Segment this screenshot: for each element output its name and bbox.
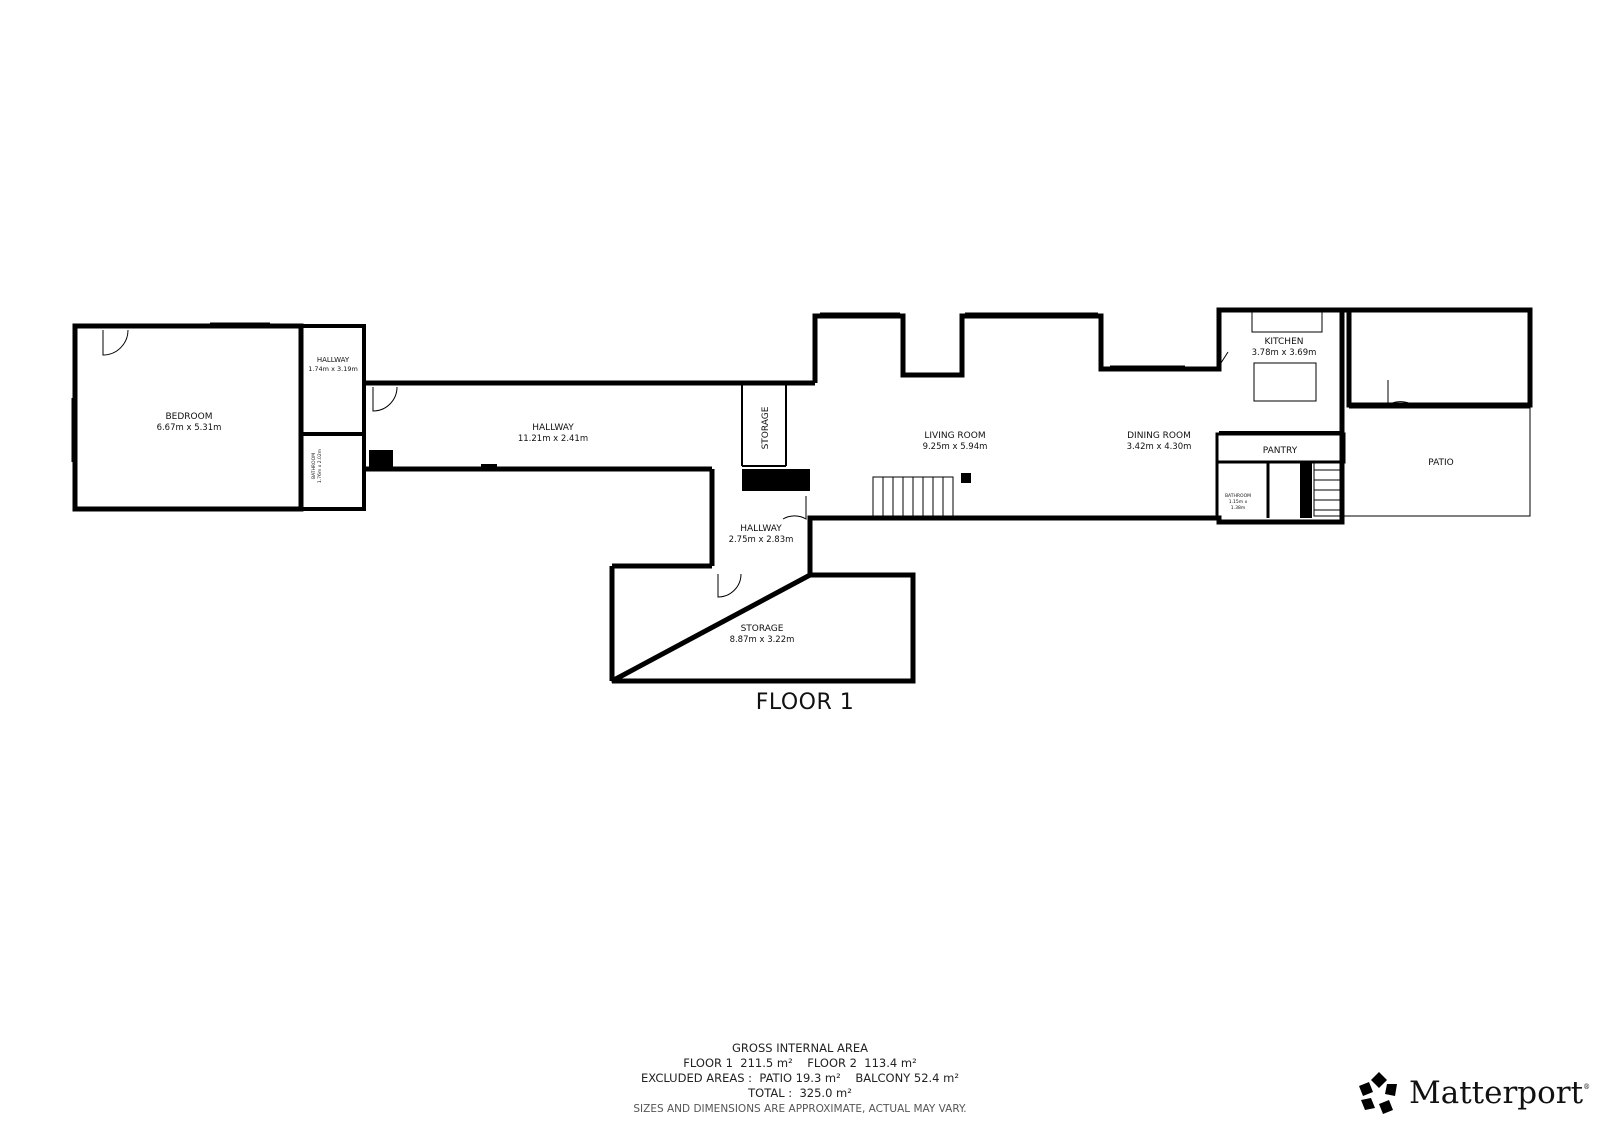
room-labels: BEDROOM 6.67m x 5.31m HALLWAY 1.74m x 3.… <box>157 337 1454 645</box>
label-kitchen-dims: 3.78m x 3.69m <box>1252 348 1317 358</box>
patio-outline <box>1313 407 1531 517</box>
label-pantry-name: PANTRY <box>1263 446 1298 456</box>
matterport-logo-icon <box>1359 1072 1397 1114</box>
label-bedroom-dims: 6.67m x 5.31m <box>157 423 222 433</box>
label-dining-room-name: DINING ROOM <box>1127 431 1191 441</box>
area-disclaimer: SIZES AND DIMENSIONS ARE APPROXIMATE, AC… <box>633 1103 967 1115</box>
area-line-floors: FLOOR 1 211.5 m² FLOOR 2 113.4 m² <box>683 1056 917 1070</box>
stairs <box>872 476 954 519</box>
label-hallway-small-name: HALLWAY <box>317 356 350 364</box>
area-heading: GROSS INTERNAL AREA <box>731 1041 868 1055</box>
solid-wall-chunks <box>369 450 1312 518</box>
label-hallway-long-name: HALLWAY <box>532 423 574 433</box>
label-living-room-dims: 9.25m x 5.94m <box>923 442 988 452</box>
storage-closet-walls <box>741 385 787 467</box>
label-storage-large-name: STORAGE <box>741 624 784 634</box>
label-bathroom-left-dims: 1.76m x 2.02m <box>317 449 323 483</box>
pantry-walls <box>1215 432 1346 464</box>
kitchen-counter <box>1251 311 1323 333</box>
label-patio-name: PATIO <box>1428 458 1454 468</box>
label-bathroom-left-name: BATHROOM <box>311 453 317 479</box>
storage-large-walls <box>609 563 916 684</box>
label-hallway-long-dims: 11.21m x 2.41m <box>518 434 588 444</box>
living-dining-walls <box>807 307 1345 525</box>
area-line-excluded: EXCLUDED AREAS : PATIO 19.3 m² BALCONY 5… <box>641 1071 959 1085</box>
label-living-room-name: LIVING ROOM <box>924 431 985 441</box>
label-bedroom-name: BEDROOM <box>166 412 213 422</box>
label-hallway-center-dims: 2.75m x 2.83m <box>729 535 794 545</box>
kitchen-island <box>1253 362 1317 402</box>
label-hallway-center-name: HALLWAY <box>740 524 782 534</box>
bathroom-right-walls <box>1215 462 1270 518</box>
hallway-center-walls <box>709 469 813 564</box>
label-hallway-small-dims: 1.74m x 3.19m <box>308 365 358 373</box>
label-storage-large-dims: 8.87m x 3.22m <box>730 635 795 645</box>
hallway-long-walls <box>364 380 815 472</box>
matterport-wordmark: Matterport® <box>1409 1075 1591 1111</box>
label-dining-room-dims: 3.42m x 4.30m <box>1127 442 1192 452</box>
windows <box>71 312 1185 462</box>
area-line-total: TOTAL : 325.0 m² <box>748 1086 852 1100</box>
label-storage-closet-name: STORAGE <box>761 406 771 449</box>
annex-walls <box>1342 307 1533 408</box>
floor-title: FLOOR 1 <box>755 690 855 715</box>
matterport-brand: Matterport® <box>1355 1070 1595 1120</box>
label-bathroom-right-dims-1: 1.15m x <box>1229 499 1248 505</box>
stairs-right <box>1314 469 1342 511</box>
label-bathroom-right-dims-2: 1.38m <box>1231 505 1245 511</box>
door-swings <box>102 329 1414 598</box>
area-summary: GROSS INTERNAL AREA FLOOR 1 211.5 m² FLO… <box>560 1041 1040 1117</box>
label-kitchen-name: KITCHEN <box>1265 337 1304 347</box>
hallway-small-walls <box>299 324 366 436</box>
label-bathroom-right-name: BATHROOM <box>1225 493 1251 499</box>
bathroom-left-walls <box>299 432 366 511</box>
